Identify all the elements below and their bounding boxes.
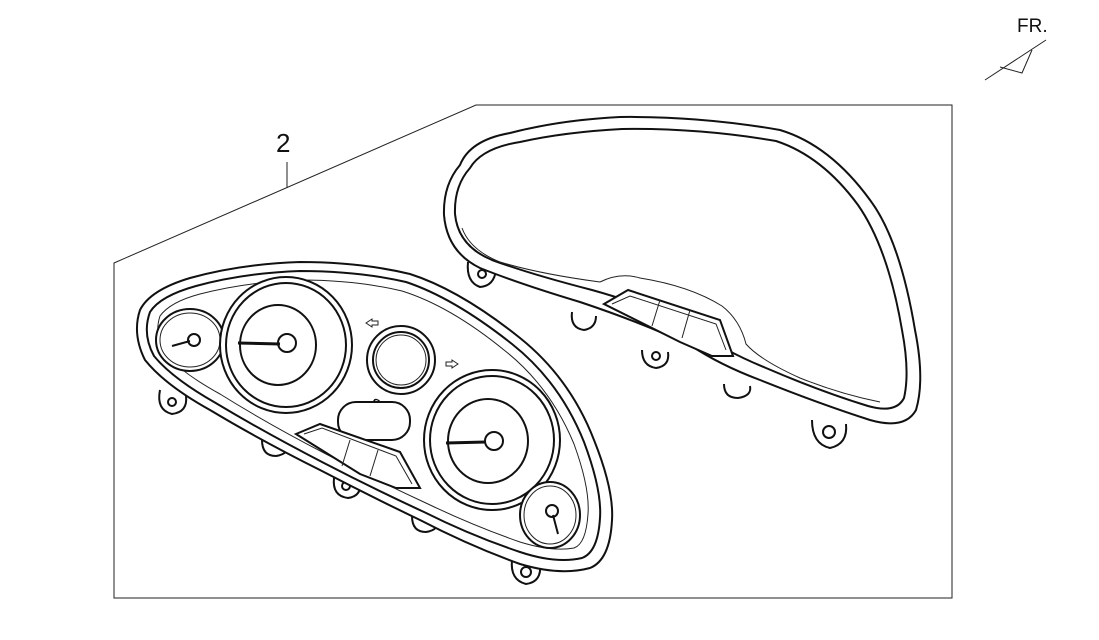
speedometer-needle (237, 341, 281, 346)
tachometer-gauge (423, 369, 561, 511)
left-turn-indicator-icon (365, 318, 379, 328)
left-gauge-needle (171, 340, 191, 347)
lens-indicator-window (601, 288, 735, 357)
right-gauge-needle (552, 514, 559, 535)
status-window (337, 401, 411, 441)
callout-2-number: 2 (276, 128, 290, 158)
orientation-arrow-head (999, 49, 1033, 74)
orientation-arrow-shaft (984, 39, 1047, 81)
front-orientation-marker: FR. (984, 16, 1048, 81)
meter-housing-inner-rim (145, 269, 602, 561)
callout-2: 2 (276, 128, 290, 188)
center-display (366, 325, 436, 395)
left-small-gauge (155, 308, 225, 372)
assembly-frame (113, 104, 953, 599)
right-turn-indicator-icon (445, 359, 459, 369)
meter-face-panel (157, 279, 589, 550)
indicator-light-strip (293, 422, 422, 489)
speedometer-gauge (219, 276, 353, 414)
meter-lens-cover (442, 115, 922, 450)
right-small-gauge (519, 481, 581, 549)
lens-outer-rim (442, 115, 922, 425)
orientation-label: FR. (1017, 16, 1048, 37)
lens-inner-rim (453, 127, 908, 410)
tachometer-needle (445, 440, 487, 445)
meter-assembly: SYM (135, 260, 614, 586)
